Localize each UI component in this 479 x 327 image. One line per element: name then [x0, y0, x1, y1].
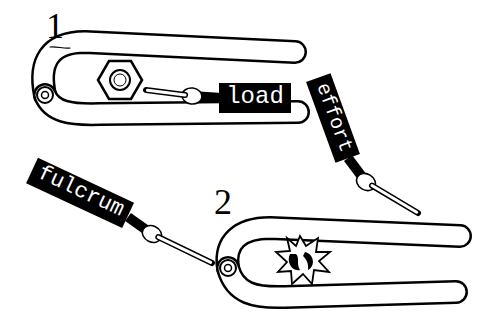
hand-finger	[158, 237, 212, 263]
hand-finger	[158, 237, 210, 262]
hex-nut	[98, 61, 142, 99]
label-tag: effort	[306, 73, 360, 163]
lever-arm	[50, 47, 70, 48]
hand-finger	[146, 90, 185, 95]
hinge-pin	[42, 92, 49, 99]
lever-arm	[227, 228, 460, 268]
pointing-hand	[128, 217, 212, 263]
hinge-pin	[225, 265, 232, 272]
hand-palm	[140, 222, 165, 245]
cracked-nut	[289, 254, 300, 270]
tag-text: effort	[311, 80, 357, 156]
cracked-nut	[276, 236, 330, 284]
hinge-pin	[37, 87, 53, 103]
pointing-hand	[146, 87, 222, 105]
hand-finger	[372, 186, 417, 213]
callout-number: 2	[214, 184, 232, 220]
tag-text: load	[226, 83, 284, 110]
hex-nut	[110, 70, 130, 90]
callout-number: 1	[46, 8, 64, 44]
lever-arm	[228, 268, 456, 297]
cracked-nut	[303, 252, 313, 270]
lever-arm	[228, 268, 456, 297]
lever-arm	[227, 228, 460, 268]
tag-text: fulcrum	[34, 161, 128, 223]
pointing-hand	[348, 158, 418, 213]
hex-nut	[114, 74, 126, 86]
label-tag: load	[219, 83, 291, 113]
hinge-pin	[220, 260, 236, 276]
label-tag: fulcrum	[26, 158, 134, 229]
hand-finger	[147, 90, 185, 95]
hand-finger	[372, 186, 418, 213]
